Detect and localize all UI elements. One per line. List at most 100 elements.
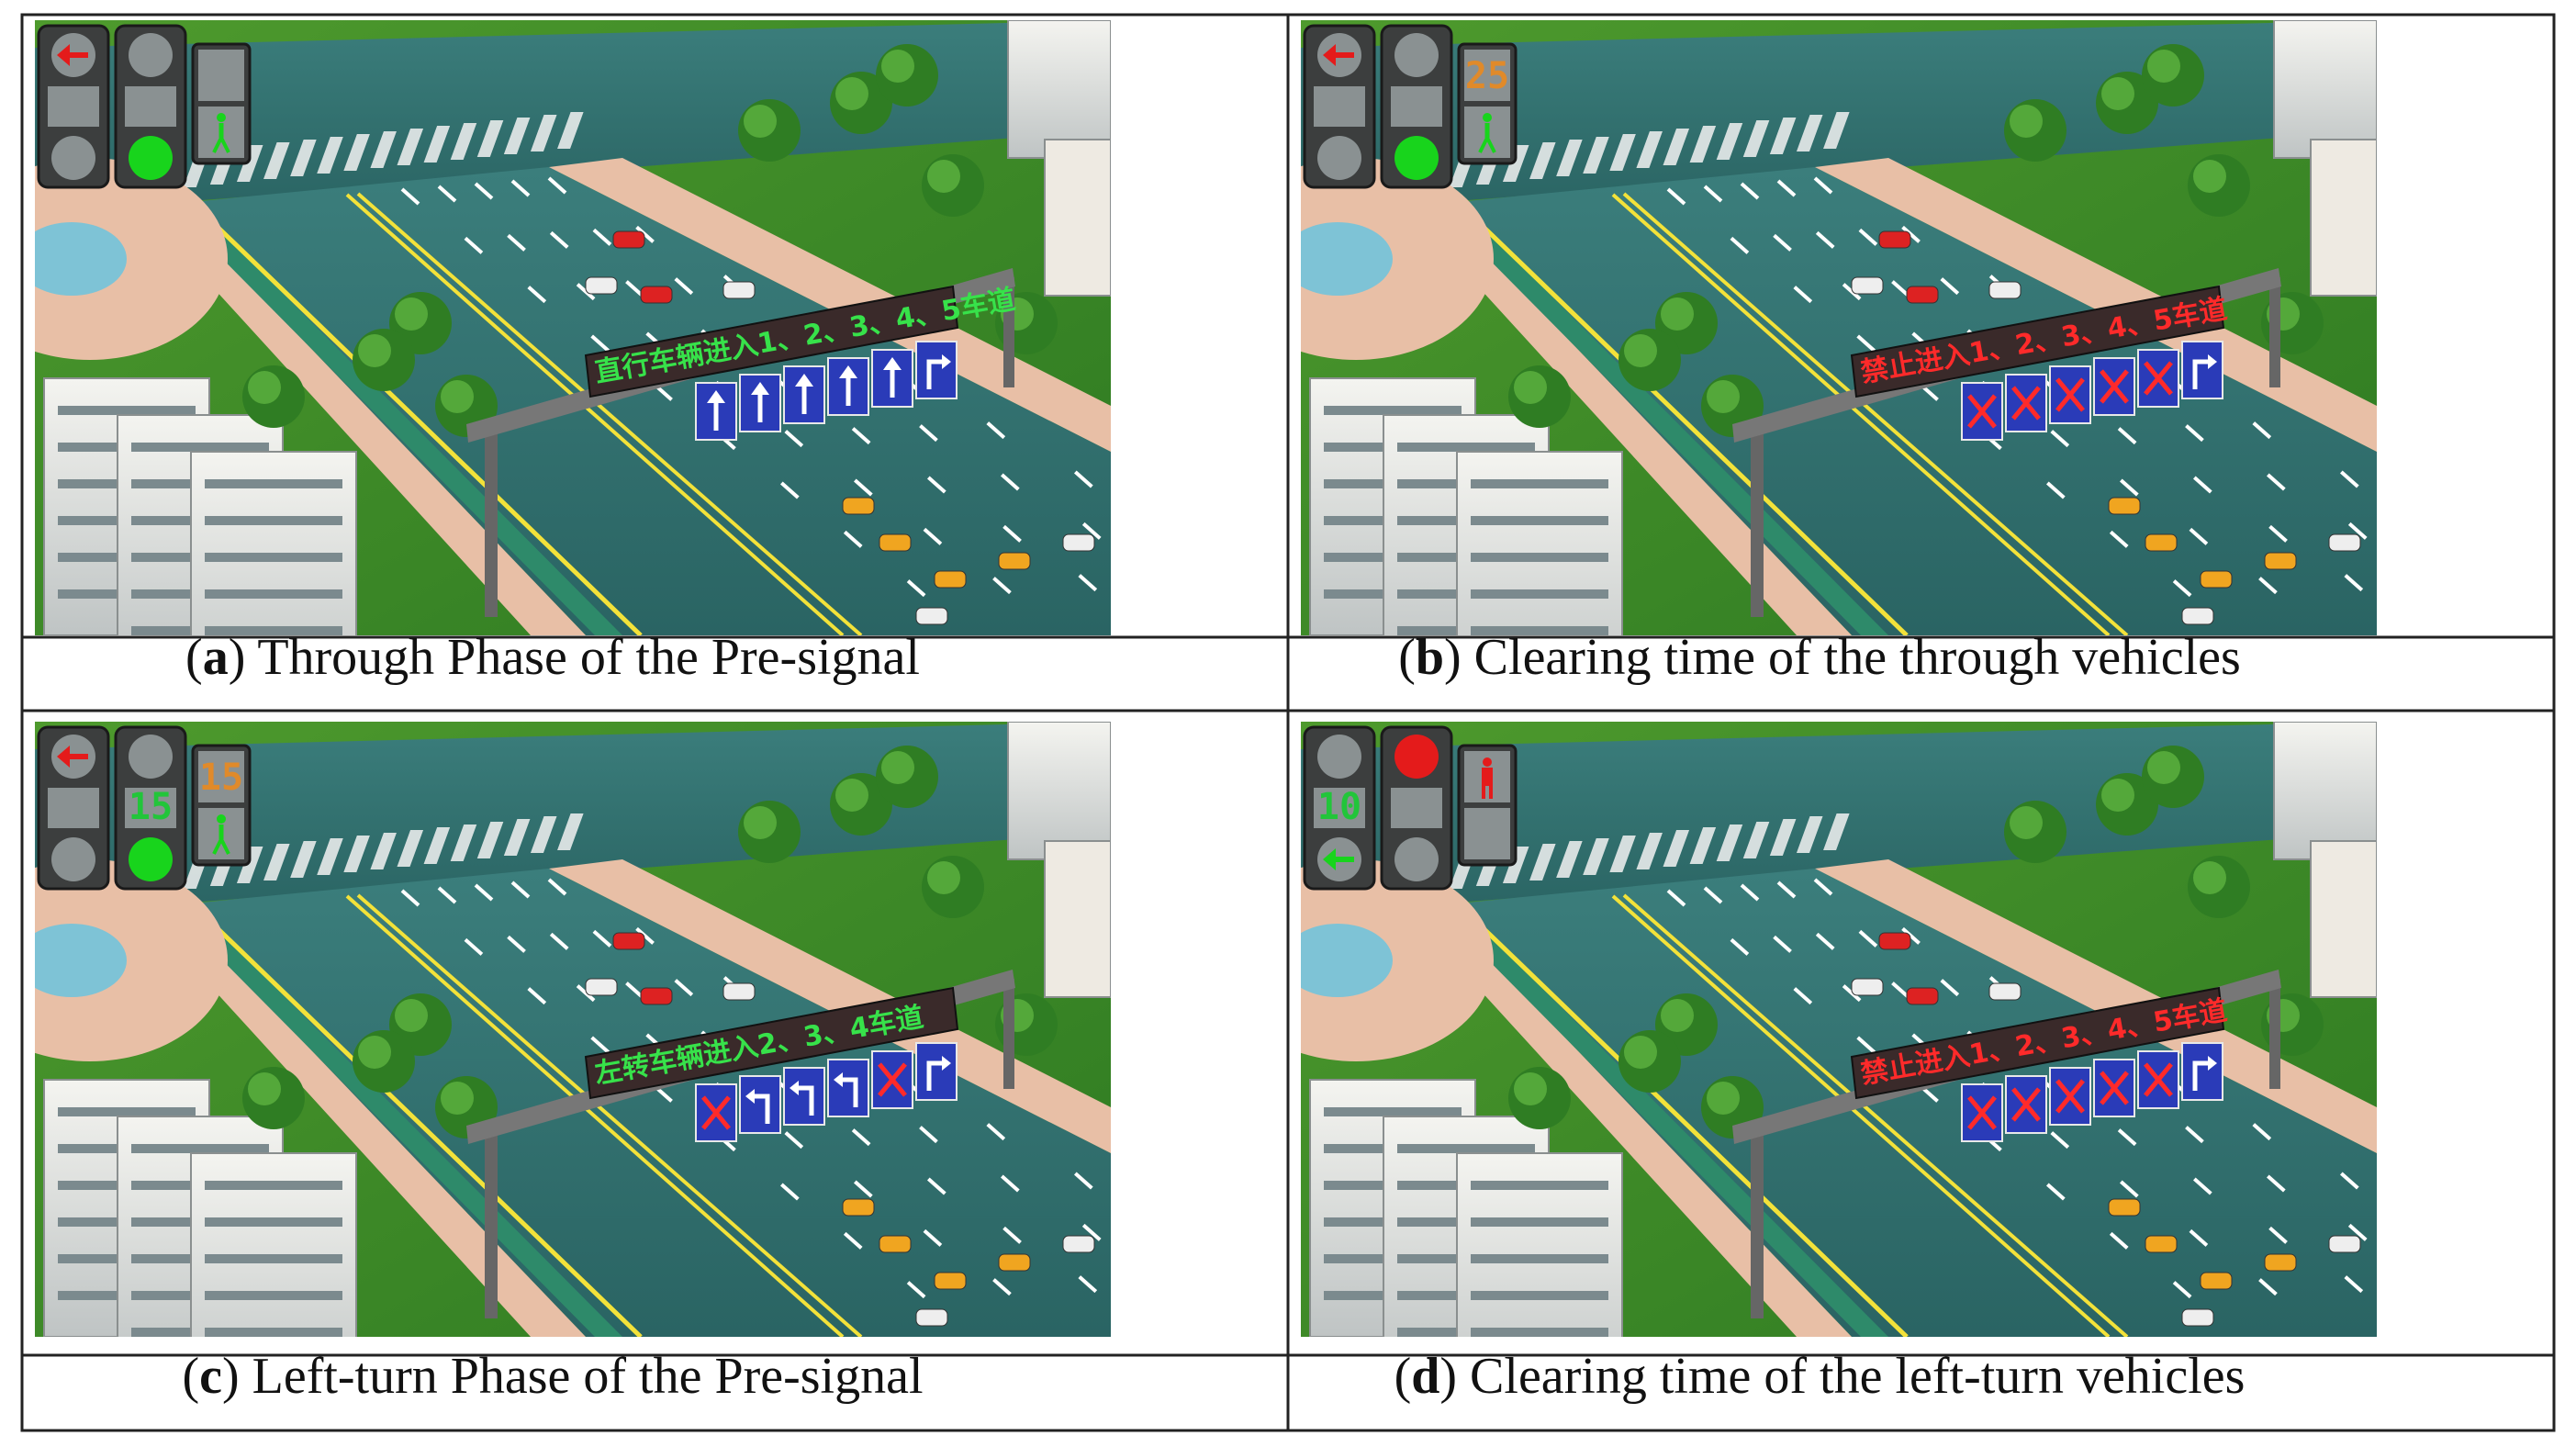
crosswalk-stripe xyxy=(503,118,531,154)
car xyxy=(1062,1235,1095,1253)
crosswalk-stripe xyxy=(236,145,263,182)
lane-dash xyxy=(2172,1281,2192,1299)
curb-line xyxy=(196,908,643,1337)
building xyxy=(1007,20,1111,159)
lane-dash xyxy=(507,935,526,953)
lane-sign-x xyxy=(878,1062,907,1097)
median-line xyxy=(356,192,863,635)
lane-dash xyxy=(510,881,531,899)
car xyxy=(1878,230,1911,249)
lane-dash xyxy=(854,1180,873,1198)
tree-highlight xyxy=(835,779,868,812)
crosswalk-stripe xyxy=(1502,145,1529,182)
panel-a: 直行车辆进入1、2、3、4、5车道 xyxy=(35,20,1111,635)
lane-dash xyxy=(1078,574,1098,592)
crosswalk-stripe xyxy=(530,115,557,151)
lane-dash xyxy=(2109,530,2129,548)
through-signal-green-lamp xyxy=(129,136,173,180)
lane-dash xyxy=(400,889,420,907)
tree-highlight xyxy=(358,334,391,367)
ped-red-stand-icon-leg xyxy=(1482,786,1485,799)
sidewalk-left xyxy=(1411,905,1852,1337)
crosswalk-stripe xyxy=(1689,827,1717,864)
crosswalk-stripe xyxy=(1769,118,1797,154)
lane-sign xyxy=(739,1075,781,1134)
lane-dash xyxy=(992,1278,1012,1296)
car xyxy=(1851,978,1884,996)
lane-dash xyxy=(592,929,612,948)
gantry-pole xyxy=(1003,277,1014,387)
crosswalk-stripe xyxy=(370,131,397,168)
ped-countdown-text: 25 xyxy=(1465,55,1509,97)
lane-dash xyxy=(2120,478,2139,497)
through-signal-countdown-lamp xyxy=(125,788,176,828)
through-signal-green-lamp xyxy=(129,837,173,881)
building xyxy=(1044,139,1111,297)
main-road xyxy=(173,869,1111,1337)
caption-open-paren: ( xyxy=(185,629,203,686)
left-turn-signal-lamp-off xyxy=(51,837,95,881)
crosswalk-stripe xyxy=(1689,126,1717,163)
lane-dash xyxy=(1081,522,1102,540)
caption-d: (d) Clearing time of the left-turn vehic… xyxy=(1394,1348,2246,1405)
sidewalk-right xyxy=(1815,859,2377,1153)
building-window-row xyxy=(58,1107,196,1116)
lane-dash xyxy=(2117,427,2137,445)
left-arrow-icon-head xyxy=(1323,848,1336,870)
lane-dash xyxy=(590,1036,610,1054)
car xyxy=(2328,533,2361,552)
lane-dash xyxy=(2185,1126,2204,1144)
plaza xyxy=(35,158,228,360)
lane-dash xyxy=(1074,470,1093,488)
plaza xyxy=(35,859,228,1061)
car xyxy=(722,982,756,1001)
lane-dash xyxy=(474,182,494,200)
lane-dash xyxy=(2344,1275,2364,1294)
lane-sign-x xyxy=(2100,1071,2129,1105)
building xyxy=(2310,840,2377,998)
tree-highlight xyxy=(744,806,777,839)
building-window-row xyxy=(1397,1144,1535,1153)
ped-green-walk-icon-leg xyxy=(212,137,223,153)
lane-sign-turn-left-arrow xyxy=(797,1085,814,1116)
lane-sign-arrowhead xyxy=(707,390,725,403)
lane-sign xyxy=(2181,341,2223,399)
building-window-row xyxy=(58,406,196,415)
tree-highlight xyxy=(927,861,960,894)
lane-dash xyxy=(1730,937,1750,956)
lane-dash xyxy=(2193,476,2212,494)
left-arrow-icon-head xyxy=(57,44,70,66)
caption-text: ) Clearing time of the through vehicles xyxy=(1444,629,2241,686)
lane-dash xyxy=(400,187,420,206)
caption-letter: d xyxy=(1411,1348,1439,1405)
vms-panel xyxy=(1850,986,2225,1100)
building-window-row xyxy=(205,1291,342,1300)
building-window-row xyxy=(205,479,342,488)
lane-sign-arrowhead xyxy=(839,365,857,378)
lane-dash xyxy=(2046,481,2066,499)
lane-sign-turn-right-arrow xyxy=(2192,1060,2210,1091)
car xyxy=(998,552,1031,570)
lane-dash xyxy=(1081,1223,1102,1241)
crosswalk-stripe xyxy=(1769,819,1797,856)
crosswalk-stripe xyxy=(397,129,424,165)
tree-highlight xyxy=(395,999,428,1032)
caption-letter: a xyxy=(203,629,229,686)
lane-dash xyxy=(1856,1036,1876,1054)
building xyxy=(1007,722,1111,860)
lane-dash xyxy=(2340,1172,2359,1190)
lane-sign xyxy=(827,1059,869,1117)
car xyxy=(934,570,967,589)
building-window-row xyxy=(1324,1107,1462,1116)
lane-dash xyxy=(576,283,596,301)
left-turn-signal-countdown-text: 10 xyxy=(1317,786,1361,828)
crosswalk-stripe xyxy=(263,844,290,881)
left-turn-signal-lamp-off xyxy=(51,136,95,180)
building-window-row xyxy=(205,1181,342,1190)
lane-dash xyxy=(510,179,531,197)
crosswalk-stripe xyxy=(1823,112,1850,149)
tree-highlight xyxy=(441,1082,474,1115)
lane-dash xyxy=(1891,280,1910,298)
